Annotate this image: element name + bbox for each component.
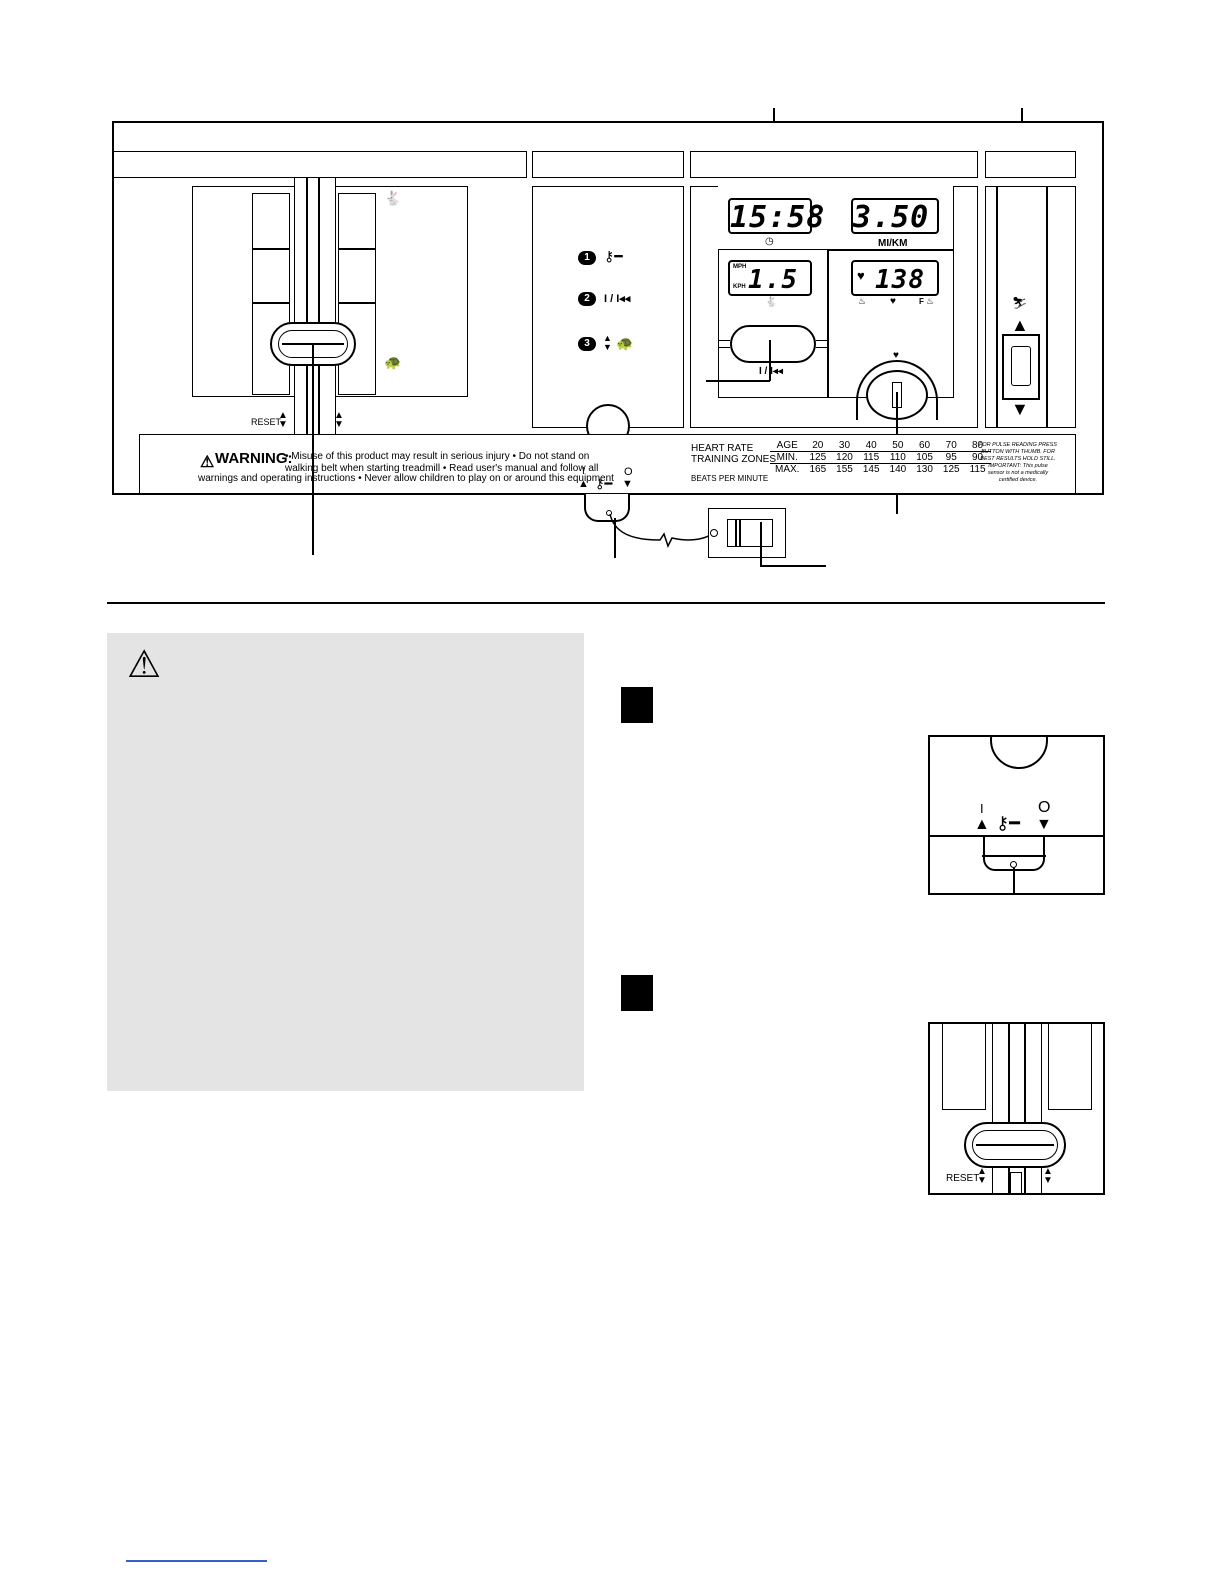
- detail-off-symbol: O: [1038, 799, 1051, 816]
- detail-figure-speed: RESET ▲▼ ▲▼: [928, 1022, 1105, 1195]
- reset-arrows-icon[interactable]: ▲▼: [278, 410, 288, 430]
- step-3-badge: 3: [578, 337, 596, 351]
- warning-title: WARNING:: [215, 450, 293, 467]
- footer-link-underline[interactable]: [126, 1560, 267, 1562]
- speed-rabbit-icon: 🐇: [765, 297, 778, 308]
- tz-max-label: MAX.: [775, 464, 800, 475]
- section-divider: [107, 602, 1105, 604]
- on-arrow-icon: ▲: [578, 478, 589, 490]
- clock-icon: ◷: [765, 236, 774, 247]
- header-strip-incline: [985, 151, 1076, 178]
- detail-on-symbol: I: [980, 801, 984, 816]
- header-strip-display: [690, 151, 978, 178]
- incline-down-arrow-icon[interactable]: ▼: [1011, 399, 1029, 419]
- key-tether-cord: [609, 513, 717, 548]
- mph-label: MPH: [733, 264, 747, 270]
- tz-bpm-label: BEATS PER MINUTE: [691, 474, 769, 483]
- tz-age-label: AGE: [776, 440, 798, 451]
- fitness-zone-icon: ♨: [926, 296, 935, 306]
- key-symbol-icon: ⚷━: [595, 476, 613, 491]
- heart-zone-icon: ♥: [890, 296, 896, 307]
- kph-label: KPH: [733, 284, 746, 290]
- warning-line-2: walking belt when starting treadmill • R…: [285, 463, 599, 474]
- step-square-1: [621, 687, 653, 723]
- steps-panel: [532, 186, 684, 428]
- turtle-icon: 🐢: [384, 354, 402, 370]
- incline-switch[interactable]: [1002, 334, 1040, 400]
- header-strip-steps: [532, 151, 684, 178]
- caution-triangle-icon: ⚠: [127, 644, 162, 686]
- step-3-turtle-icon: 🐢: [616, 335, 634, 351]
- speed-arrows-icon[interactable]: ▲▼: [334, 410, 344, 430]
- caution-panel: ⚠: [107, 633, 584, 1091]
- tz-min-label: MIN.: [776, 452, 798, 463]
- step-3-arrows-icon: ▲▼: [603, 333, 612, 352]
- tz-title-1: HEART RATE: [691, 443, 754, 454]
- pulse-display: 138: [851, 260, 939, 296]
- detail-off-arrow-icon: ▼: [1036, 816, 1052, 833]
- time-display: 15:58: [728, 198, 826, 235]
- start-button-label: I / I◂◂: [759, 366, 783, 377]
- pulse-note: FOR PULSE READING PRESS BUTTON WITH THUM…: [979, 442, 1057, 483]
- detail-speed-knob: [964, 1122, 1066, 1168]
- fat-burn-icon: ♨: [858, 296, 867, 306]
- detail-on-arrow-icon: ▲: [974, 816, 990, 833]
- pulse-heart-icon: ♥: [857, 268, 865, 283]
- detail-reset-arrows-icon: ▲▼: [977, 1166, 987, 1186]
- warning-line-1: • Misuse of this product may result in s…: [285, 451, 590, 462]
- detail-figure-key: I O ▲ ⚷━ ▼: [928, 735, 1105, 895]
- warning-triangle-icon: ⚠: [200, 454, 215, 471]
- incline-walker-icon: ⛷: [1012, 296, 1028, 310]
- step-square-2: [621, 975, 653, 1011]
- reset-label: RESET: [251, 417, 282, 427]
- callout-line-clip: [614, 518, 616, 558]
- step-2-badge: 2: [578, 292, 596, 306]
- callout-line-speed: [312, 345, 314, 555]
- warning-line-3: warnings and operating instructions • Ne…: [198, 473, 614, 484]
- speed-key-column-right: [338, 193, 376, 395]
- training-zones-table: AGE 20 30 40 50 60 70 80 MIN. 125 120 11…: [770, 440, 991, 475]
- callout-line-start: [769, 340, 771, 381]
- callout-line-key: [760, 522, 762, 566]
- off-symbol: O: [624, 466, 633, 478]
- safety-key[interactable]: [708, 508, 786, 558]
- start-stop-button[interactable]: [730, 325, 816, 363]
- distance-display: 3.50: [851, 198, 939, 235]
- detail-key-icon: ⚷━: [996, 813, 1021, 833]
- distance-unit-label: MI/KM: [878, 238, 908, 249]
- rabbit-icon: 🐇: [384, 190, 402, 206]
- on-symbol: I: [582, 466, 585, 477]
- step-1-badge: 1: [578, 251, 596, 265]
- incline-up-arrow-icon[interactable]: ▲: [1011, 315, 1029, 335]
- warning-strip: [139, 434, 1076, 494]
- pulse-sensor-heart-icon: ♥: [893, 350, 899, 361]
- fitness-zone-label: F: [919, 297, 924, 306]
- step-2-start-icon: I / I◂◂: [604, 293, 631, 305]
- speed-display: 1.5: [728, 260, 812, 296]
- off-arrow-icon: ▼: [622, 478, 633, 490]
- header-strip-speed: [113, 151, 527, 178]
- detail-speed-arrows-icon: ▲▼: [1043, 1166, 1053, 1186]
- key-clip[interactable]: [584, 494, 630, 522]
- detail-key-socket: [990, 737, 1048, 769]
- tz-title-2: TRAINING ZONES: [691, 454, 777, 465]
- detail-reset-label: RESET: [946, 1173, 980, 1184]
- key-icon: ⚷━: [604, 248, 623, 264]
